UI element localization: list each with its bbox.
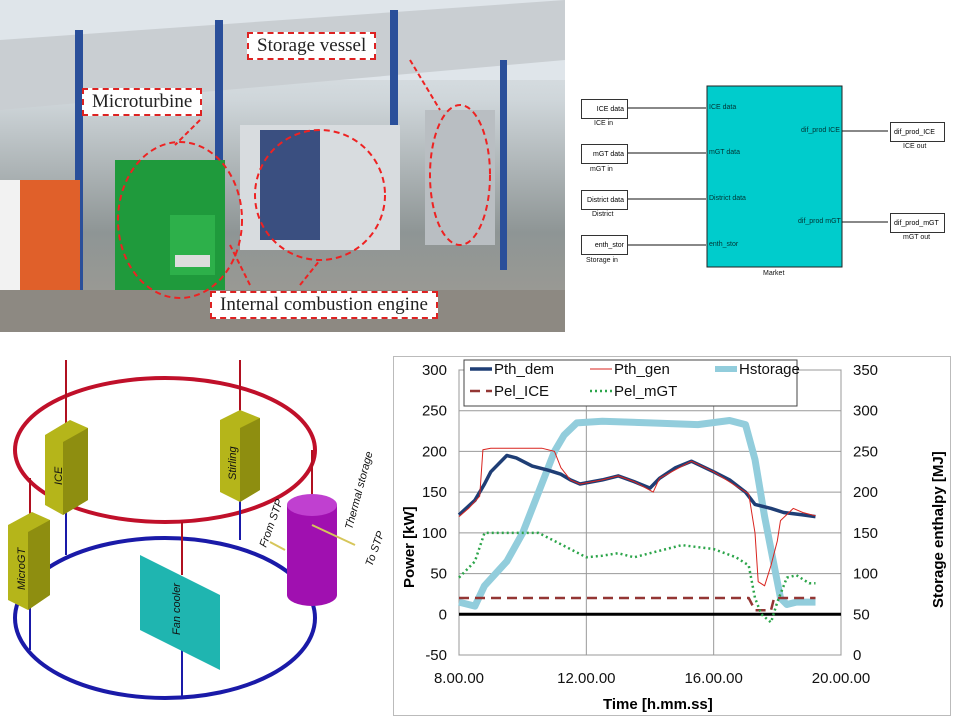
district-caption: District [592,211,614,218]
y-tick-label: 250 [422,403,447,420]
legend-box [463,359,798,407]
legend-label: Pel_ICE [494,383,549,400]
x-tick-label: 16.00.00 [684,670,742,687]
ice-text: ICE [53,466,65,485]
y-tick-label: 0 [439,606,447,623]
mgt-in-caption: mGT in [590,166,613,173]
y2-tick-label: 350 [853,362,878,379]
microgt-text: MicroGT [16,547,28,590]
market-block-label[interactable]: Market [763,270,785,277]
ice-in-caption: ICE in [594,120,614,127]
fan-cooler-unit [140,555,220,670]
storage-in-caption: Storage in [586,257,618,264]
y-tick-label: -50 [425,647,447,664]
y-tick-label: 300 [422,362,447,379]
y-tick-label: 100 [422,525,447,542]
ice-in-block[interactable]: ICE data [581,99,628,119]
ice-unit [45,420,88,515]
district-block[interactable]: District data [581,190,628,210]
plant-layout-diagram: ICE Stirling MicroGT Fan cooler Thermal … [8,360,387,700]
ice-out-block[interactable]: dif_prod_ICE [890,122,945,142]
legend-label: Pth_dem [494,361,554,378]
y2-tick-label: 0 [853,647,861,664]
hot-loop [13,376,317,524]
y-axis-label: Power [kW] [401,506,418,588]
ice-out-caption: ICE out [903,143,927,150]
x-tick-label: 8.00.00 [434,670,484,687]
series-pel-ice [459,596,816,612]
market-out-ice: dif_prod ICE [801,127,840,134]
legend-label: Pel_mGT [614,383,677,400]
y2-axis-label: Storage enthalpy [MJ] [930,451,947,608]
storage-in-block[interactable]: enth_stor [581,235,628,255]
y2-tick-label: 250 [853,443,878,460]
mgt-out-block[interactable]: dif_prod_mGT [890,213,945,233]
series-hstorage [458,417,816,610]
storage-vessel-label: Storage vessel [247,32,377,60]
y-tick-label: 200 [422,443,447,460]
stirling-text: Stirling [227,445,239,480]
y2-tick-label: 200 [853,484,878,501]
x-tick-label: 12.00.00 [557,670,615,687]
market-port-ice: ICE data [709,104,737,111]
y2-tick-label: 300 [853,403,878,420]
y-tick-label: 150 [422,484,447,501]
series-pth-gen [458,447,816,587]
thermal-storage-unit [287,494,337,606]
fan-cooler-text: Fan cooler [171,582,183,635]
legend-label: Pth_gen [614,361,670,378]
series-pel-mgt [458,531,816,624]
y2-tick-label: 100 [853,566,878,583]
simulink-model: ICE data ICE in mGT data mGT in District… [570,80,950,300]
mgt-in-block[interactable]: mGT data [581,144,628,164]
market-out-mgt: dif_prod mGT [798,218,841,225]
microturbine-label: Microturbine [82,88,203,116]
x-tick-label: 20.00.00 [812,670,870,687]
cold-loop [13,536,317,700]
y-tick-label: 50 [430,566,447,583]
plant-photo: Storage vessel Microturbine Internal com… [0,0,565,332]
chart-frame [393,356,951,716]
market-port-storage: enth_stor [709,241,739,248]
y2-tick-label: 150 [853,525,878,542]
market-port-mgt: mGT data [709,149,740,156]
simulink-wires [628,85,888,268]
ice-label: Internal combustion engine [210,291,438,319]
market-port-district: District data [709,195,746,202]
legend-label: Hstorage [739,361,800,378]
stirling-unit [220,410,260,502]
mgt-out-caption: mGT out [903,234,931,241]
y2-tick-label: 50 [853,606,870,623]
x-axis-label: Time [h.mm.ss] [603,696,713,713]
microgt-unit [8,512,50,610]
